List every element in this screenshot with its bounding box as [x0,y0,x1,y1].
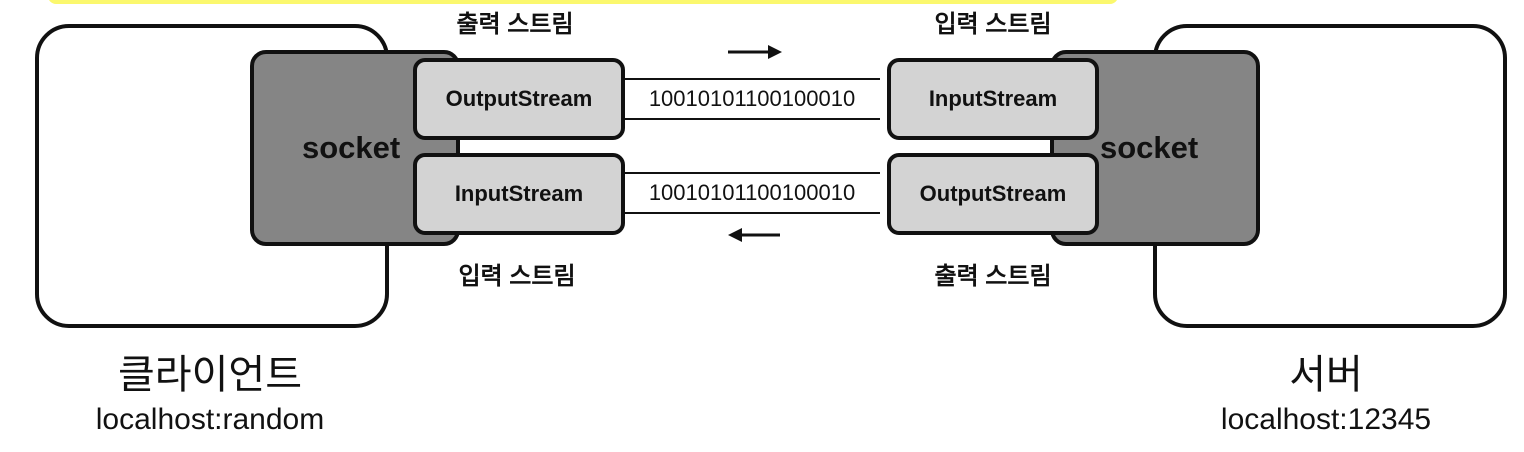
server-output-stream: OutputStream [887,153,1099,235]
client-socket-label: socket [302,130,401,165]
server-input-caption: 입력 스트림 [934,11,1052,38]
top-bit-channel: 10010101100100010 [624,78,880,120]
right-arrow-icon [728,45,782,59]
client-output-caption: 출력 스트림 [456,11,574,38]
server-input-stream: InputStream [887,58,1099,140]
server-output-caption: 출력 스트림 [934,263,1052,290]
server-title: 서버 [1289,353,1363,397]
server-socket-label: socket [1100,130,1199,165]
client-address: localhost:random [95,403,325,436]
left-arrow-icon [728,228,780,242]
highlight-strip [48,0,1118,4]
client-input-caption: 입력 스트림 [458,263,576,290]
client-output-stream: OutputStream [413,58,625,140]
bottom-bit-channel: 10010101100100010 [624,172,880,214]
client-title: 클라이언트 [118,353,302,397]
client-input-stream: InputStream [413,153,625,235]
server-address: localhost:12345 [1220,403,1432,436]
